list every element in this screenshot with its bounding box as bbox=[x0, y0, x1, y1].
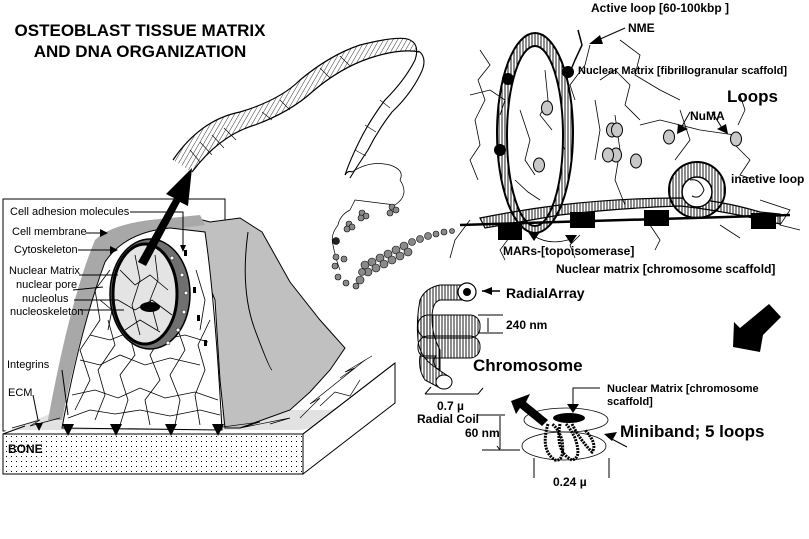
label-nucleolus: nucleolus bbox=[22, 293, 69, 305]
adhesion-molecule-marks bbox=[184, 250, 207, 346]
cell-panel bbox=[2, 168, 400, 476]
loops-panel bbox=[449, 27, 801, 352]
label-ecm: ECM bbox=[8, 387, 33, 399]
label-nuclear-matrix-chromosome-line1: Nuclear Matrix [chromosome bbox=[607, 383, 759, 395]
nucleosome-fiber bbox=[331, 179, 455, 290]
label-nuclear-matrix-fibrillogranular: Nuclear Matrix [fibrillogranular scaffol… bbox=[578, 65, 788, 77]
cytoskeleton-mesh bbox=[67, 269, 221, 426]
solenoid-fiber bbox=[355, 228, 455, 285]
label-loops: Loops bbox=[727, 87, 778, 106]
label-mars-topoisomerase: MARs-[topoisomerase] bbox=[503, 244, 635, 258]
matrix-attachment-points bbox=[494, 66, 574, 156]
label-radial-coil: Radial Coil bbox=[417, 412, 480, 426]
label-0-24-micron: 0.24 µ bbox=[553, 475, 587, 489]
label-bone: BONE bbox=[8, 442, 43, 456]
bone-front-face bbox=[2, 433, 304, 475]
label-nme: NME bbox=[628, 21, 655, 35]
label-numa: NuMA bbox=[690, 109, 725, 123]
label-chromosome: Chromosome bbox=[473, 356, 583, 375]
label-0-7-micron: 0.7 µ bbox=[437, 399, 464, 413]
label-miniband: Miniband; 5 loops bbox=[620, 422, 765, 441]
label-nuclear-matrix: Nuclear Matrix bbox=[9, 265, 80, 277]
label-integrins: Integrins bbox=[7, 359, 50, 371]
cell-membrane bbox=[48, 215, 205, 420]
miniband-to-chromosome-arrow bbox=[511, 394, 548, 426]
miniband-scaffold bbox=[553, 413, 585, 423]
label-radial-array: RadialArray bbox=[506, 285, 585, 301]
label-cell-membrane: Cell membrane bbox=[12, 226, 87, 238]
label-inactive-loop: inactive loop bbox=[731, 172, 805, 186]
label-nuclear-matrix-chromosome-scaffold: Nuclear matrix [chromosome scaffold] bbox=[556, 262, 776, 276]
nme-fiber bbox=[569, 29, 583, 73]
label-active-loop: Active loop [60-100kbp ] bbox=[591, 1, 730, 15]
nuclear-pores bbox=[165, 255, 189, 346]
label-leader-lines bbox=[32, 211, 184, 421]
miniband bbox=[521, 407, 609, 462]
mar-blocks bbox=[498, 210, 776, 240]
nme-arrowhead bbox=[589, 35, 603, 44]
integrin-anchors bbox=[35, 423, 224, 436]
radial-array-core bbox=[463, 288, 471, 296]
nucleolus bbox=[140, 302, 160, 312]
leader-arrowheads bbox=[100, 229, 186, 254]
nucleosome-clusters bbox=[331, 203, 400, 290]
diagram-title: OSTEOBLAST TISSUE MATRIX AND DNA ORGANIZ… bbox=[6, 20, 274, 62]
numa-proteins bbox=[533, 100, 742, 173]
label-nuclear-pore: nuclear pore bbox=[16, 279, 78, 291]
dna-double-helix bbox=[172, 37, 425, 181]
nucleoskeleton-mesh bbox=[117, 254, 173, 336]
loops-to-chromosome-arrow bbox=[733, 304, 781, 352]
label-240-nm: 240 nm bbox=[506, 318, 548, 332]
label-nuclear-matrix-chromosome-line2: scaffold] bbox=[607, 396, 653, 408]
label-nucleoskeleton: nucleoskeleton bbox=[10, 306, 84, 318]
label-cell-adhesion-molecules: Cell adhesion molecules bbox=[10, 206, 130, 218]
chromosome-coil bbox=[416, 282, 481, 390]
label-60-nm: 60 nm bbox=[465, 426, 500, 440]
title-line-2: AND DNA ORGANIZATION bbox=[33, 42, 247, 61]
nucleus bbox=[111, 242, 179, 346]
label-cytoskeleton: Cytoskeleton bbox=[14, 244, 78, 256]
nucleus-to-dna-arrow bbox=[138, 168, 192, 266]
chromosome-panel bbox=[416, 282, 628, 478]
topoisomerase-arrows bbox=[528, 232, 577, 244]
cell-body-gray bbox=[149, 217, 346, 429]
title-line-1: OSTEOBLAST TISSUE MATRIX bbox=[14, 21, 266, 40]
